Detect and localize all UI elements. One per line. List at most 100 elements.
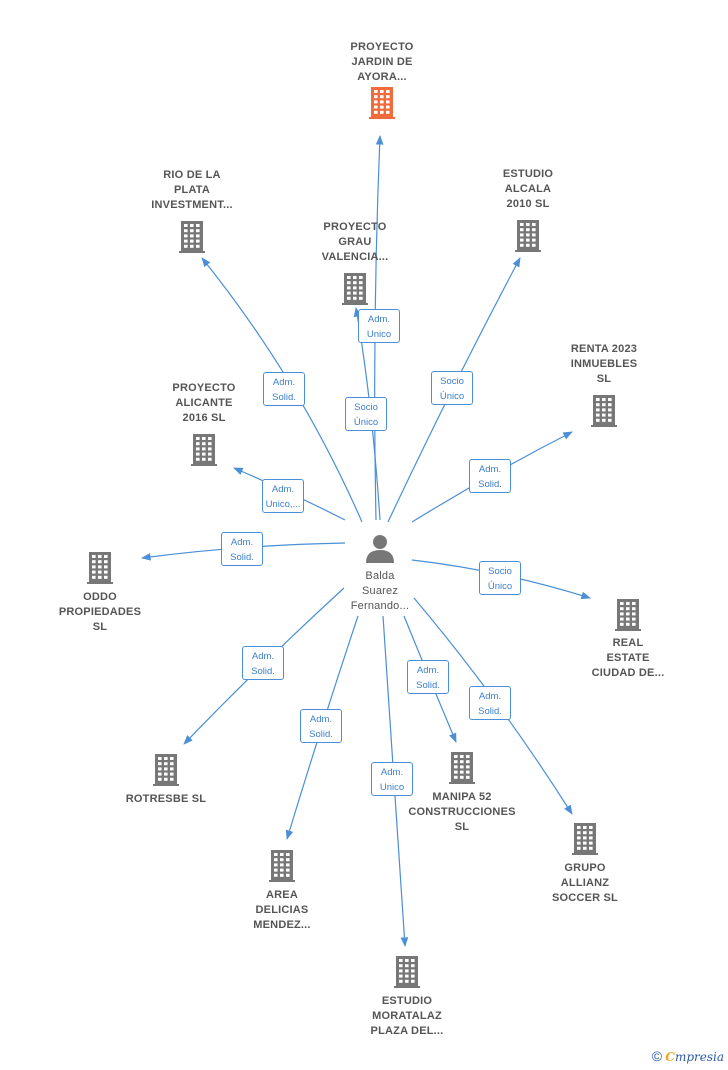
edge-badge-n9[interactable]: Adm.Solid. (407, 660, 449, 694)
building-icon[interactable] (515, 220, 541, 252)
company-name-line: ALLIANZ (560, 877, 610, 889)
edge-badge-text: Único (353, 417, 379, 428)
company-name-line: MORATALAZ (372, 1010, 442, 1022)
edge-badge-text: Adm. (367, 314, 391, 325)
edge-badge-text: Solid. (478, 479, 502, 490)
company-label-n1[interactable]: RIO DE LA PLATA INVESTMENT... (127, 168, 257, 213)
company-name-line: 2016 SL (182, 412, 226, 424)
company-name-line: SOCCER SL (552, 892, 618, 904)
edge-badge-n11[interactable]: Adm.Solid. (300, 709, 342, 743)
building-icon[interactable] (615, 599, 641, 631)
company-name-line: SL (454, 821, 470, 833)
person-icon[interactable] (366, 535, 394, 563)
edge-badge-text: Adm. (478, 691, 502, 702)
company-name-line: PROPIEDADES (58, 606, 142, 618)
edge-badge-text: Adm. (478, 464, 502, 475)
company-label-n9[interactable]: MANIPA 52 CONSTRUCCIONES SL (397, 790, 527, 835)
edge-badge-text: Adm. (230, 537, 254, 548)
edge-badge-text: Adm. (380, 767, 404, 778)
company-name-line: RENTA 2023 (570, 343, 638, 355)
company-name-line: PROYECTO (350, 41, 414, 53)
edge-badge-n1[interactable]: Adm. Solid. (263, 372, 305, 406)
building-icon[interactable] (449, 752, 475, 784)
company-label-n5[interactable]: PROYECTO ALICANTE 2016 SL (139, 381, 269, 426)
building-icon[interactable] (191, 434, 217, 466)
edge-badge-n4[interactable]: Adm. Solid. (469, 459, 511, 493)
edge-badge-text: Único (439, 391, 465, 402)
brand-initial: C (665, 1050, 675, 1064)
company-name-line: ESTUDIO (381, 995, 433, 1007)
company-label-n0[interactable]: PROYECTO JARDIN DE AYORA... (317, 40, 447, 85)
building-icon[interactable] (179, 221, 205, 253)
company-name-line: SL (92, 621, 108, 633)
company-label-n10[interactable]: GRUPO ALLIANZ SOCCER SL (520, 861, 650, 906)
company-name-line: ALICANTE (175, 397, 233, 409)
building-icon[interactable] (369, 87, 395, 119)
edge-badge-text: Solid. (251, 666, 275, 677)
edge-badge-n5[interactable]: Adm.Unico,... (262, 479, 304, 513)
edge-badge-n6[interactable]: Adm. Solid. (221, 532, 263, 566)
building-icon[interactable] (269, 850, 295, 882)
company-name-line: DELICIAS (255, 904, 309, 916)
company-name-line: 2010 SL (506, 198, 550, 210)
company-name-line: ESTATE (606, 652, 650, 664)
person-name-line: Fernando... (350, 600, 410, 612)
copyright-symbol: © (651, 1048, 663, 1064)
edge-badge-text: Único (487, 581, 513, 592)
company-name-line: GRUPO (564, 862, 606, 874)
building-icon[interactable] (342, 273, 368, 305)
edge-badge-n2[interactable]: Adm. Unico (358, 309, 400, 343)
edge-badge-text: Solid. (478, 706, 502, 717)
edge-badge-text: Adm. (271, 484, 295, 495)
company-label-n6[interactable]: ODDO PROPIEDADES SL (35, 590, 165, 635)
company-name-line: SL (596, 373, 612, 385)
building-icon[interactable] (394, 956, 420, 988)
company-name-line: MENDEZ... (253, 919, 311, 931)
company-name-line: ODDO (83, 591, 117, 603)
company-name-line: AREA (266, 889, 298, 901)
edge-badge-n8[interactable]: Adm. Solid. (242, 646, 284, 680)
edge-badge-n12[interactable]: Adm. Unico (371, 762, 413, 796)
edge-badge-text: Socio (488, 566, 512, 577)
company-name-line: PROYECTO (172, 382, 236, 394)
company-label-n11[interactable]: AREA DELICIAS MENDEZ... (217, 888, 347, 933)
edge-badge-text: Solid. (272, 392, 296, 403)
company-name-line: ALCALA (504, 183, 552, 195)
company-label-n12[interactable]: ESTUDIO MORATALAZ PLAZA DEL... (342, 994, 472, 1039)
company-name-line: INVESTMENT... (151, 199, 233, 211)
building-icon[interactable] (591, 395, 617, 427)
brand-logo[interactable]: Cmpresia (665, 1050, 724, 1064)
person-name-line: Suarez (361, 585, 399, 597)
edge-badge-text: Unico (366, 329, 392, 340)
edge-badge-text: Adm. (251, 651, 275, 662)
edge-badge-text: Solid. (416, 680, 440, 691)
edge-badge-n10[interactable]: Adm. Solid. (469, 686, 511, 720)
company-name-line: PROYECTO (323, 221, 387, 233)
company-name-line: MANIPA 52 (432, 791, 492, 803)
company-name-line: CONSTRUCCIONES (408, 806, 516, 818)
company-name-line: PLATA (173, 184, 211, 196)
company-label-n8[interactable]: ROTRESBE SL (101, 792, 231, 807)
building-icon[interactable] (153, 754, 179, 786)
building-icon[interactable] (87, 552, 113, 584)
company-name-line: PLAZA DEL... (370, 1025, 444, 1037)
edge-badge-text: Solid. (230, 552, 254, 563)
edge-badge-text: Socio (354, 402, 378, 413)
company-name-line: JARDIN DE (351, 56, 413, 68)
edge-badge-text: Adm. (272, 377, 296, 388)
edge-badge-text: Solid. (309, 729, 333, 740)
company-name-line: RIO DE LA (163, 169, 221, 181)
edge-badge-text: Unico (379, 782, 405, 793)
company-name-line: AYORA... (357, 71, 407, 83)
building-icon[interactable] (572, 823, 598, 855)
